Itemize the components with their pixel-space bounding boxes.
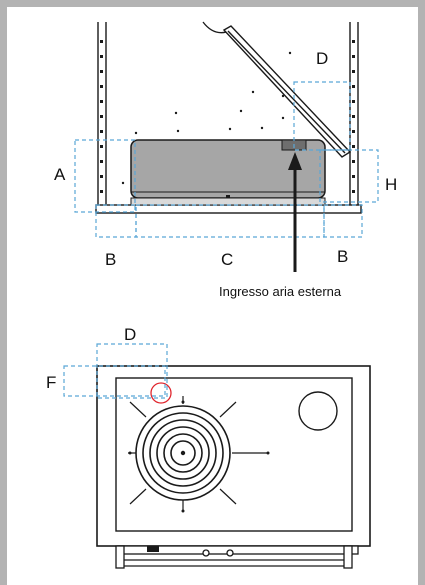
base-screw-left	[202, 549, 210, 557]
burner-rings	[135, 405, 231, 501]
clearance-zones	[74, 81, 379, 238]
right-rail-holes	[352, 40, 355, 193]
zone-H	[319, 149, 379, 203]
label-B-right: B	[337, 247, 348, 266]
caption-ingresso-aria: Ingresso aria esterna	[219, 284, 342, 299]
red-marker-circle	[150, 382, 172, 404]
open-door	[222, 25, 352, 158]
bottom-view: D F	[46, 325, 371, 569]
base-tab	[147, 546, 159, 552]
label-F: F	[46, 373, 56, 392]
base-screw-right	[226, 549, 234, 557]
burner-rays	[128, 396, 268, 512]
zone-F	[63, 365, 166, 397]
base-rail	[115, 545, 359, 569]
top-view: A B C B D H Ingresso aria esterna	[54, 21, 397, 299]
label-B-left: B	[105, 250, 116, 269]
label-D-top: D	[316, 49, 328, 68]
zone-D-bottom	[96, 343, 168, 399]
base-box	[130, 139, 326, 199]
inlet-arrow	[288, 152, 302, 272]
label-A: A	[54, 165, 66, 184]
zone-D	[293, 81, 351, 151]
bottom-clearance-zones	[63, 343, 168, 399]
left-wall-rail	[97, 22, 107, 205]
label-H: H	[385, 175, 397, 194]
left-rail-holes	[100, 40, 103, 193]
burner-center	[180, 450, 186, 456]
zone-A	[74, 139, 136, 213]
ray-end-dots	[128, 400, 270, 513]
zone-C	[135, 204, 325, 238]
label-D-bottom: D	[124, 325, 136, 344]
round-knob	[298, 391, 338, 431]
label-C: C	[221, 250, 233, 269]
